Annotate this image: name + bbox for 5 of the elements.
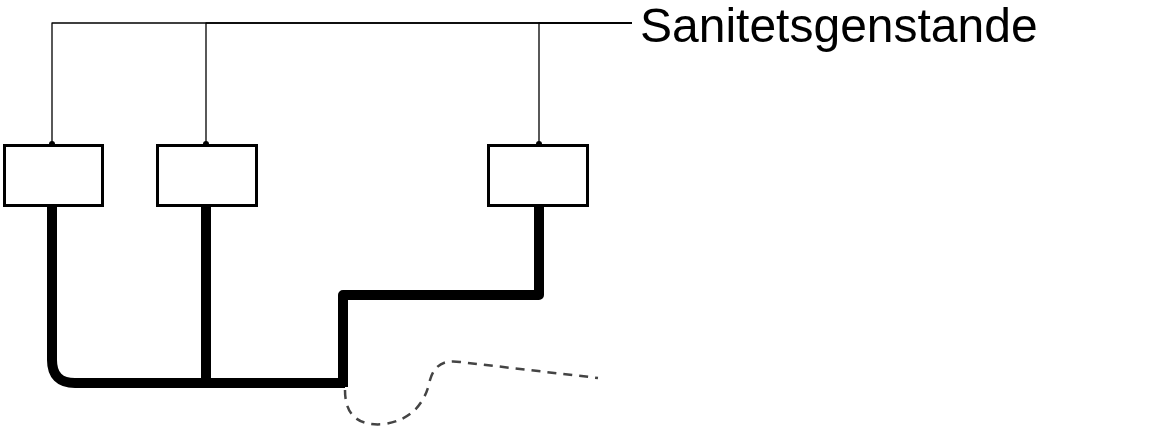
label-text: Sanitetsgenstande <box>640 2 1160 52</box>
fixture-box <box>487 144 589 207</box>
fixture-box <box>3 144 104 207</box>
pipe <box>338 207 544 387</box>
fixture-box <box>156 144 258 207</box>
